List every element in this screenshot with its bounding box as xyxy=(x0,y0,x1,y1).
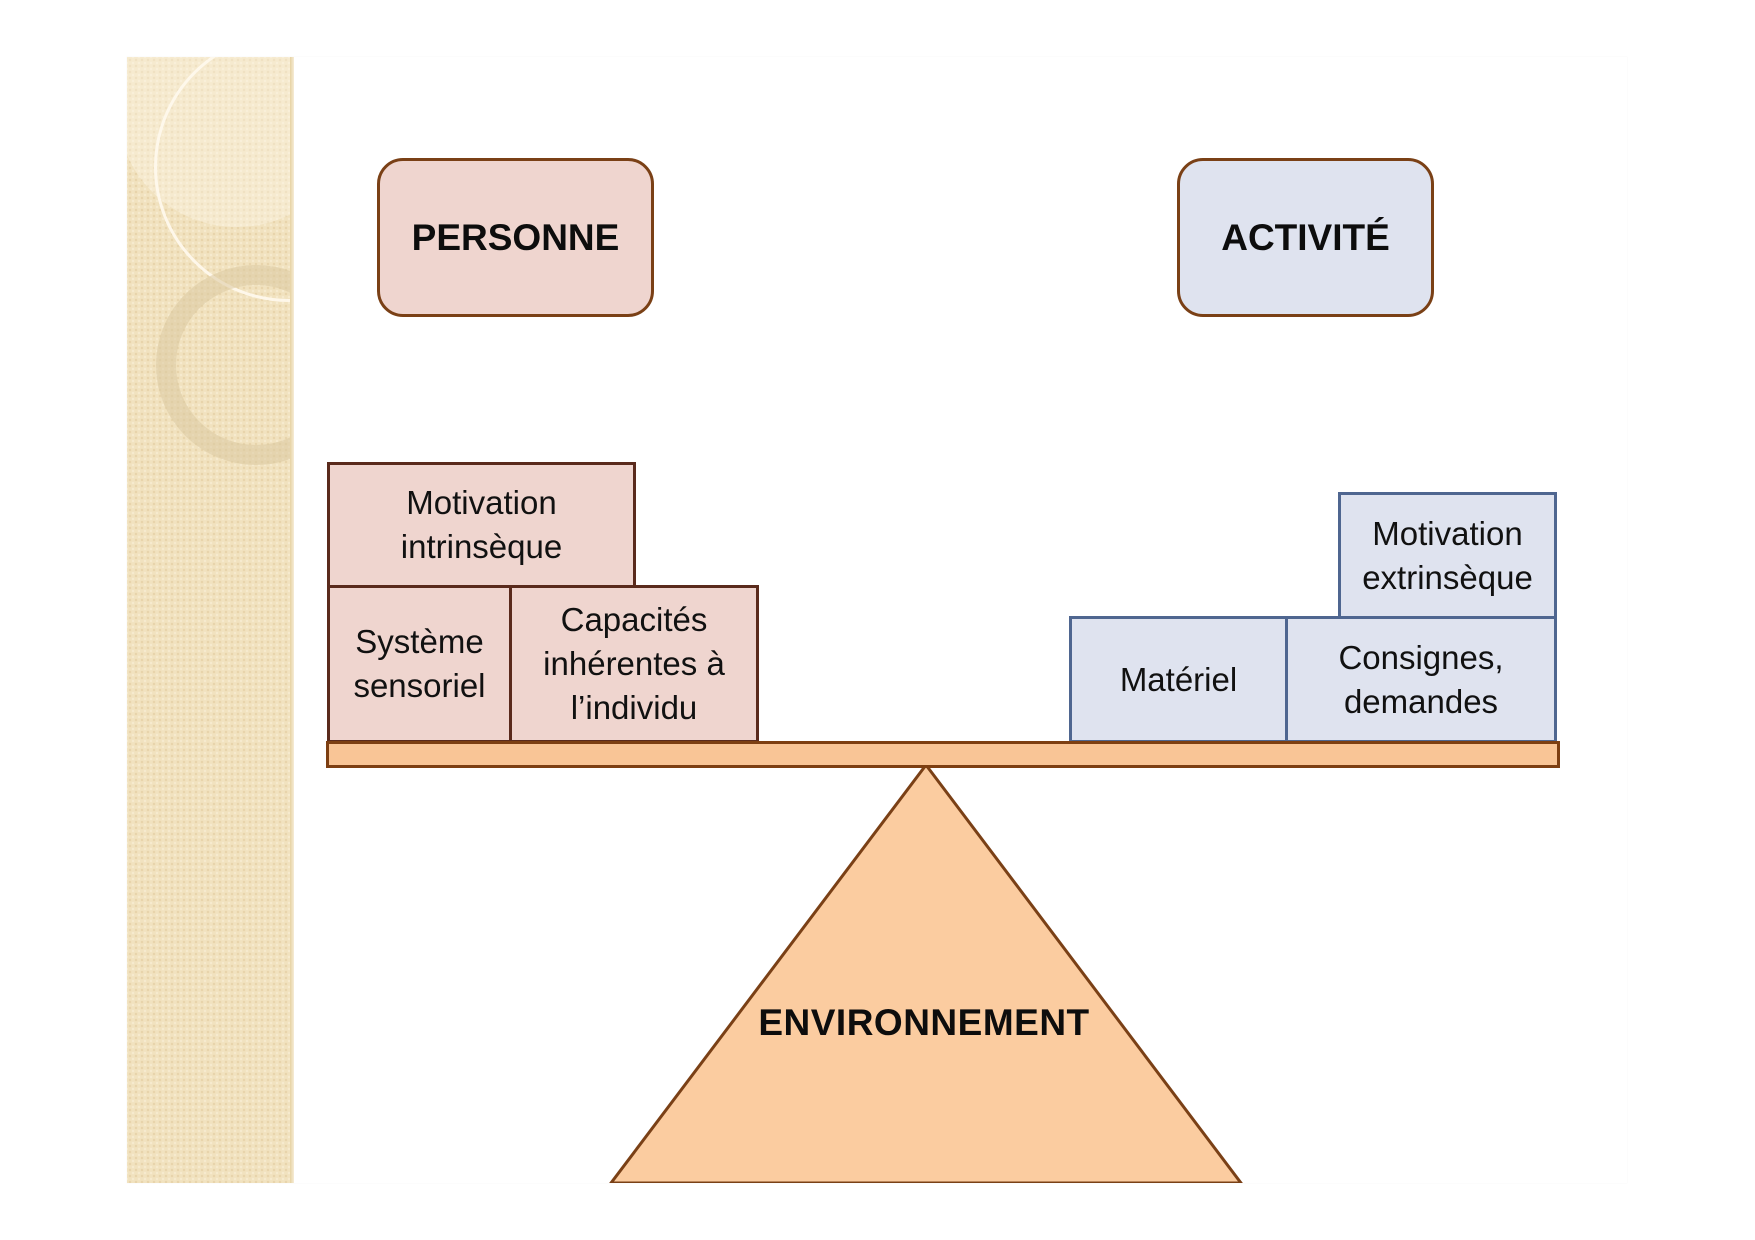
capacites-block: Capacités inhérentes à l’individu xyxy=(509,585,759,743)
fulcrum-triangle xyxy=(609,762,1243,1183)
activite-label: ACTIVITÉ xyxy=(1177,158,1434,317)
consignes-block: Consignes, demandes xyxy=(1285,616,1557,743)
balance-plank xyxy=(326,741,1560,768)
systeme-sensoriel-block: Système sensoriel xyxy=(327,585,512,743)
materiel-block: Matériel xyxy=(1069,616,1288,743)
motivation-extrinseque-block: Motivation extrinsèque xyxy=(1338,492,1557,619)
sidebar-edge xyxy=(290,57,294,1183)
slide: PERSONNE ACTIVITÉ Motivation intrinsèque… xyxy=(127,57,1627,1183)
environnement-label: ENVIRONNEMENT xyxy=(758,1002,1090,1043)
decorative-sidebar xyxy=(127,57,294,1183)
personne-label: PERSONNE xyxy=(377,158,654,317)
